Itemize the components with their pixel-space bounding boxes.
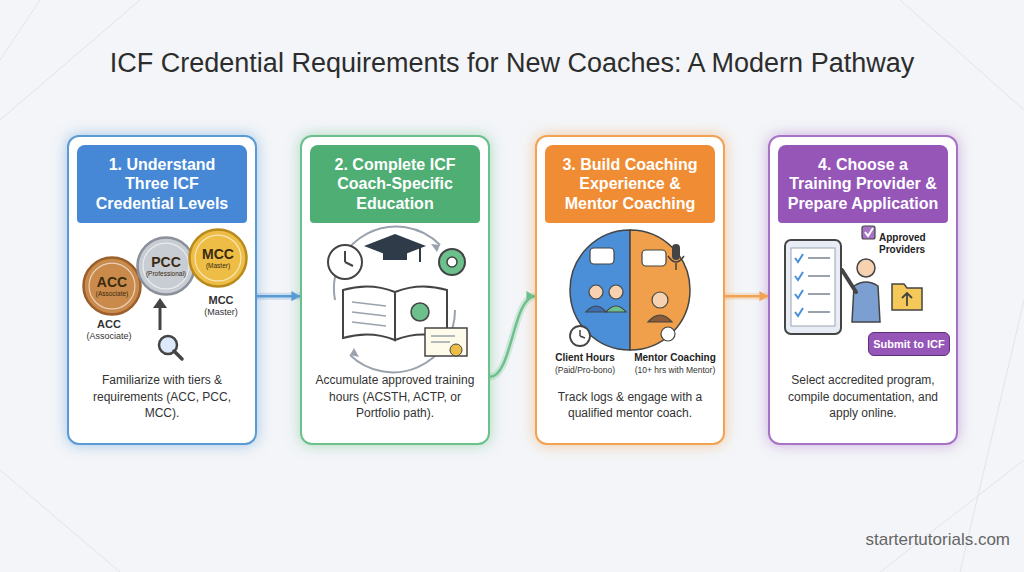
connector-line [725,295,768,298]
step-card: 2. Complete ICF Coach-Specific Education… [300,135,490,445]
medal-text: PCC(Professional) [135,235,197,297]
medal-caption: MCC [196,294,246,307]
credential-medal: PCC(Professional) [135,235,197,297]
step-description: Select accredited program, compile docum… [782,372,944,421]
step-heading: 2. Complete ICF Coach-Specific Education [310,145,480,223]
medal-disc [137,237,194,294]
diagram-title: ICF Credential Requirements for New Coac… [0,48,1024,79]
step-heading: 3. Build Coaching Experience & Mentor Co… [545,145,715,223]
flow-connector [257,291,300,301]
medal-level: (Professional) [146,270,186,277]
medal-caption: (Associate) [79,331,139,342]
step-heading: 1. Understand Three ICF Credential Level… [77,145,247,223]
step-heading: 4. Choose a Training Provider & Prepare … [778,145,948,223]
step-card: 1. Understand Three ICF Credential Level… [67,135,257,445]
icon-caption: Approved Providers [879,232,941,256]
medal-level: (Master) [206,262,230,269]
medal-text: ACC(Associate) [81,255,143,317]
medal-level: (Associate) [96,290,129,297]
arrow-head [759,291,768,301]
medal-rim [195,235,241,281]
flow-connector [725,291,768,301]
arrow-head [526,291,535,301]
medal-disc [189,229,246,286]
medal-rim [89,263,135,309]
arrow-head [291,291,300,301]
medal-caption: (Master) [196,307,246,318]
medal-caption: ACC [79,318,139,331]
credential-medal: ACC(Associate) [81,255,143,317]
medal-rim [143,243,189,289]
step-card: 3. Build Coaching Experience & Mentor Co… [535,135,725,445]
medal-abbreviation: ACC [97,275,127,290]
submit-button: Submit to ICF [868,332,950,356]
connector-glow [725,293,768,300]
medal-abbreviation: PCC [151,255,181,270]
step-description: Track logs & engage with a qualified men… [549,389,711,421]
connector-line [257,295,300,298]
connector-glow [257,293,300,300]
flow-connector [490,291,535,377]
medal-disc [83,257,140,314]
connector-glow [490,296,535,377]
connector-line [490,296,535,377]
credential-medal: MCC(Master) [187,227,249,289]
button-label: Submit to ICF [873,338,945,350]
step-card: 4. Choose a Training Provider & Prepare … [768,135,958,445]
watermark: startertutorials.com [830,530,1010,550]
step-description: Familiarize with tiers & requirements (A… [81,372,243,421]
medal-abbreviation: MCC [202,247,234,262]
medal-text: MCC(Master) [187,227,249,289]
step-description: Accumulate approved training hours (ACST… [314,372,476,421]
icon-caption: Mentor Coaching [625,352,725,364]
icon-caption: (Paid/Pro-bono) [540,365,630,375]
icon-caption: Client Hours [540,352,630,364]
icon-caption: (10+ hrs with Mentor) [625,365,725,375]
